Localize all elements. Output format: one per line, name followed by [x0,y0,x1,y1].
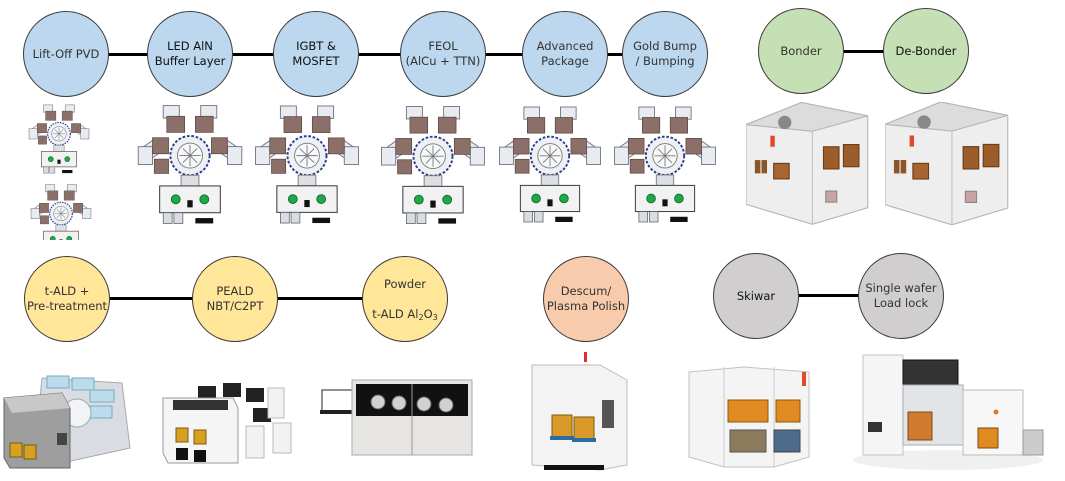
node-label: LED AlN Buffer Layer [154,39,226,68]
node-label: Powder t-ALD Al2O3 [372,262,438,337]
label-text: t-ALD Al [372,306,419,321]
node-label: Descum/ Plasma Polish [546,284,626,313]
advanced-package-cluster-tool-image [498,106,602,223]
node-gold-bump: Gold Bump / Bumping [622,11,708,97]
t-ald-machine-image [3,375,131,469]
led-aln-cluster-tool-image [137,104,243,225]
node-peald: PEALD NBT/C2PT [192,256,278,342]
igbt-mosfet-cluster-tool-image [254,104,360,225]
connector-line [606,53,626,56]
connector-line [276,297,363,300]
connector-line [485,53,525,56]
node-led-aln-buffer-layer: LED AlN Buffer Layer [147,11,233,97]
feol-cluster-tool-image [380,105,486,225]
node-t-ald-pretreatment: t-ALD + Pre-treatment [24,256,110,342]
node-label: Single wafer Load lock [865,281,937,310]
peald-machine-image [162,383,292,464]
connector-line [842,50,884,53]
subscript: 3 [432,312,438,322]
gold-bump-cluster-tool-image [613,106,717,223]
node-label: t-ALD + Pre-treatment [26,284,108,313]
connector-line [108,297,193,300]
connector-line [358,53,402,56]
node-label: Advanced Package [536,39,594,68]
node-label-line1: Powder [383,276,427,291]
node-label: Gold Bump / Bumping [633,39,697,68]
node-bonder: Bonder [758,8,844,94]
node-label: FEOL (AlCu + TTN) [405,39,481,68]
node-label: IGBT & MOSFET [292,39,340,68]
single-wafer-loadlock-machine-image [853,354,1044,470]
node-feol: FEOL (AlCu + TTN) [400,11,486,97]
node-descum-plasma-polish: Descum/ Plasma Polish [543,256,629,342]
connector-line [108,53,150,56]
node-label-line2: t-ALD Al2O3 [372,307,438,322]
node-lift-off-pvd: Lift-Off PVD [23,11,109,97]
node-single-wafer-load-lock: Single wafer Load lock [858,253,944,339]
node-label: De-Bonder [895,43,957,58]
lift-off-pvd-cluster-tool-bottom-image [30,184,92,240]
de-bonder-machine-image [885,102,1009,226]
node-label: PEALD NBT/C2PT [206,284,264,313]
skiwar-machine-image [688,366,810,468]
powder-ald-machine-image [320,379,473,456]
node-advanced-package: Advanced Package [522,11,608,97]
subscript: 2 [418,312,424,322]
bonder-machine-image [746,102,869,225]
node-igbt-mosfet: IGBT & MOSFET [273,11,359,97]
label-text: O [423,306,433,321]
descum-machine-image [531,352,628,471]
node-powder-t-ald: Powder t-ALD Al2O3 [362,256,448,342]
node-label: Lift-Off PVD [32,46,100,61]
connector-line [232,53,274,56]
lift-off-pvd-cluster-tool-top-image [28,104,90,174]
connector-line [797,294,859,297]
node-skiwar: Skiwar [713,253,799,339]
node-label: Skiwar [736,288,776,303]
node-label: Bonder [780,43,822,58]
node-de-bonder: De-Bonder [883,8,969,94]
